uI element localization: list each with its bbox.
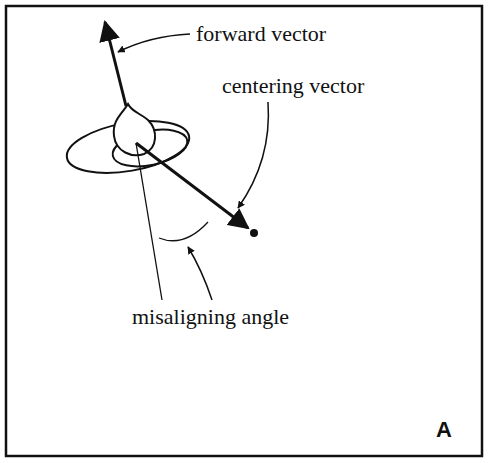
callout-label: forward vector — [196, 22, 326, 46]
leader-line — [118, 34, 190, 52]
forward-vector — [105, 22, 126, 106]
callout-label: misaligning angle — [132, 305, 289, 329]
angle-arc — [159, 222, 208, 241]
center-dot — [250, 229, 258, 237]
centering-vector — [136, 143, 248, 228]
frame — [6, 6, 482, 456]
panel-letter: A — [436, 418, 452, 442]
leader-line — [188, 247, 212, 300]
leader-line — [238, 102, 268, 208]
axis-line — [136, 143, 162, 300]
callout-label: centering vector — [222, 74, 364, 98]
